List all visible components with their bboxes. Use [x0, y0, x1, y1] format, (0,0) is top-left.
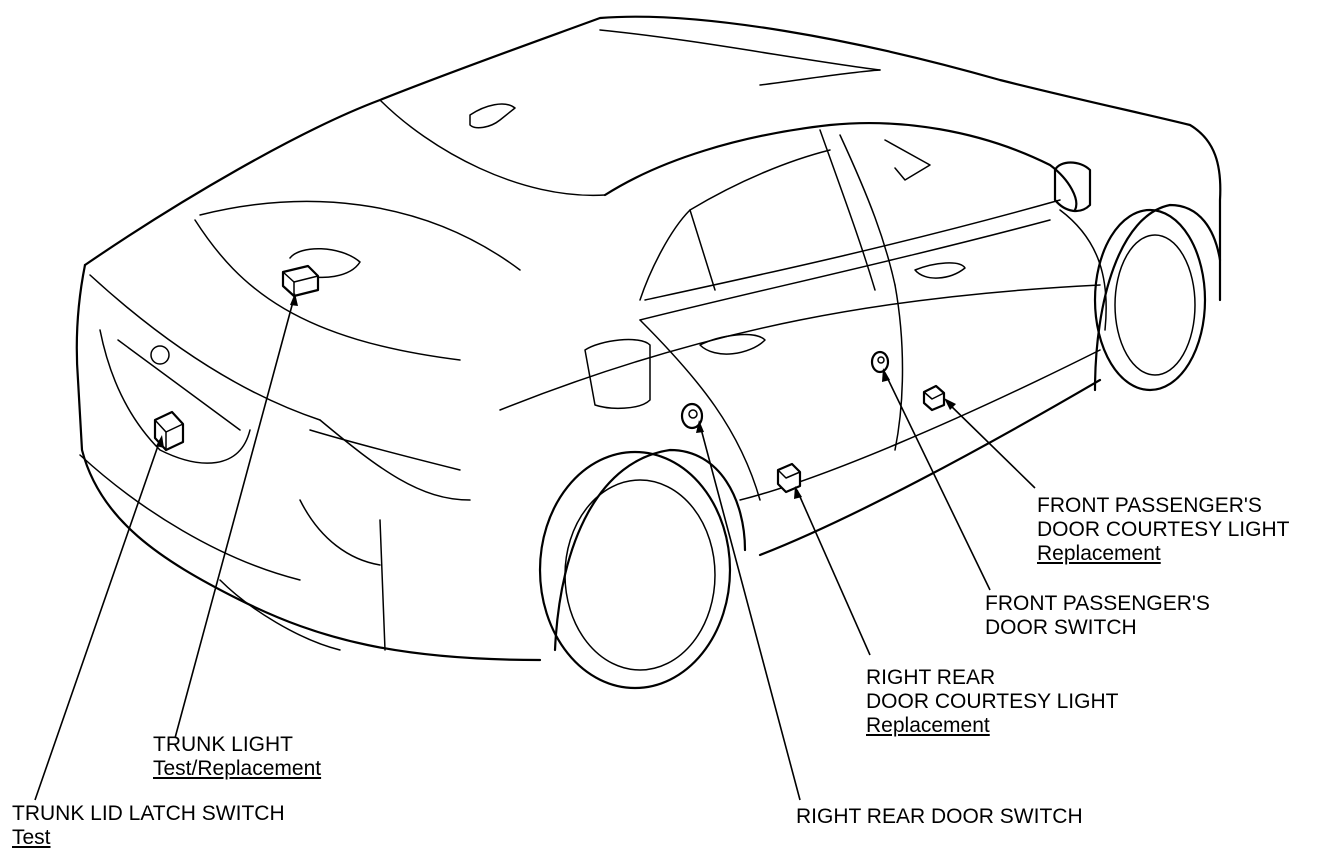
callout-line: DOOR COURTESY LIGHT: [866, 690, 1119, 713]
callout-line: RIGHT REAR: [866, 666, 996, 689]
trunk-lid-latch-switch-test-link[interactable]: Test: [12, 826, 51, 849]
callout-line: FRONT PASSENGER'S: [1037, 494, 1262, 517]
front-passenger-courtesy-light-replacement-link[interactable]: Replacement: [1037, 542, 1161, 565]
leader-lines: [34, 293, 1036, 801]
front-passenger-courtesy-light-callout: FRONT PASSENGER'S DOOR COURTESY LIGHT Re…: [1037, 494, 1289, 566]
callout-line: DOOR COURTESY LIGHT: [1037, 518, 1290, 541]
callout-line: FRONT PASSENGER'S: [985, 592, 1210, 615]
trunk-light-test-replacement-link[interactable]: Test/Replacement: [153, 757, 322, 780]
trunk-lid-latch-switch-callout: TRUNK LID LATCH SWITCH Test: [12, 802, 285, 850]
front-passenger-door-switch-part: [870, 350, 890, 374]
right-rear-courtesy-light-callout: RIGHT REAR DOOR COURTESY LIGHT Replaceme…: [866, 666, 1118, 738]
front-passenger-courtesy-light-part: [922, 384, 946, 412]
trunk-light-callout: TRUNK LIGHT Test/Replacement: [153, 733, 321, 781]
front-passenger-door-switch-callout: FRONT PASSENGER'S DOOR SWITCH: [985, 592, 1210, 640]
callout-line: TRUNK LIGHT: [153, 733, 294, 756]
right-rear-courtesy-light-replacement-link[interactable]: Replacement: [866, 714, 990, 737]
trunk-light-part: [281, 264, 320, 298]
car-body: [75, 15, 1222, 690]
right-rear-door-switch-part: [680, 402, 704, 430]
callout-line: DOOR SWITCH: [985, 616, 1137, 639]
callout-line: RIGHT REAR DOOR SWITCH: [796, 805, 1083, 828]
right-rear-courtesy-light-part: [776, 462, 802, 494]
right-rear-door-switch-callout: RIGHT REAR DOOR SWITCH: [796, 805, 1083, 829]
callout-line: TRUNK LID LATCH SWITCH: [12, 802, 285, 825]
